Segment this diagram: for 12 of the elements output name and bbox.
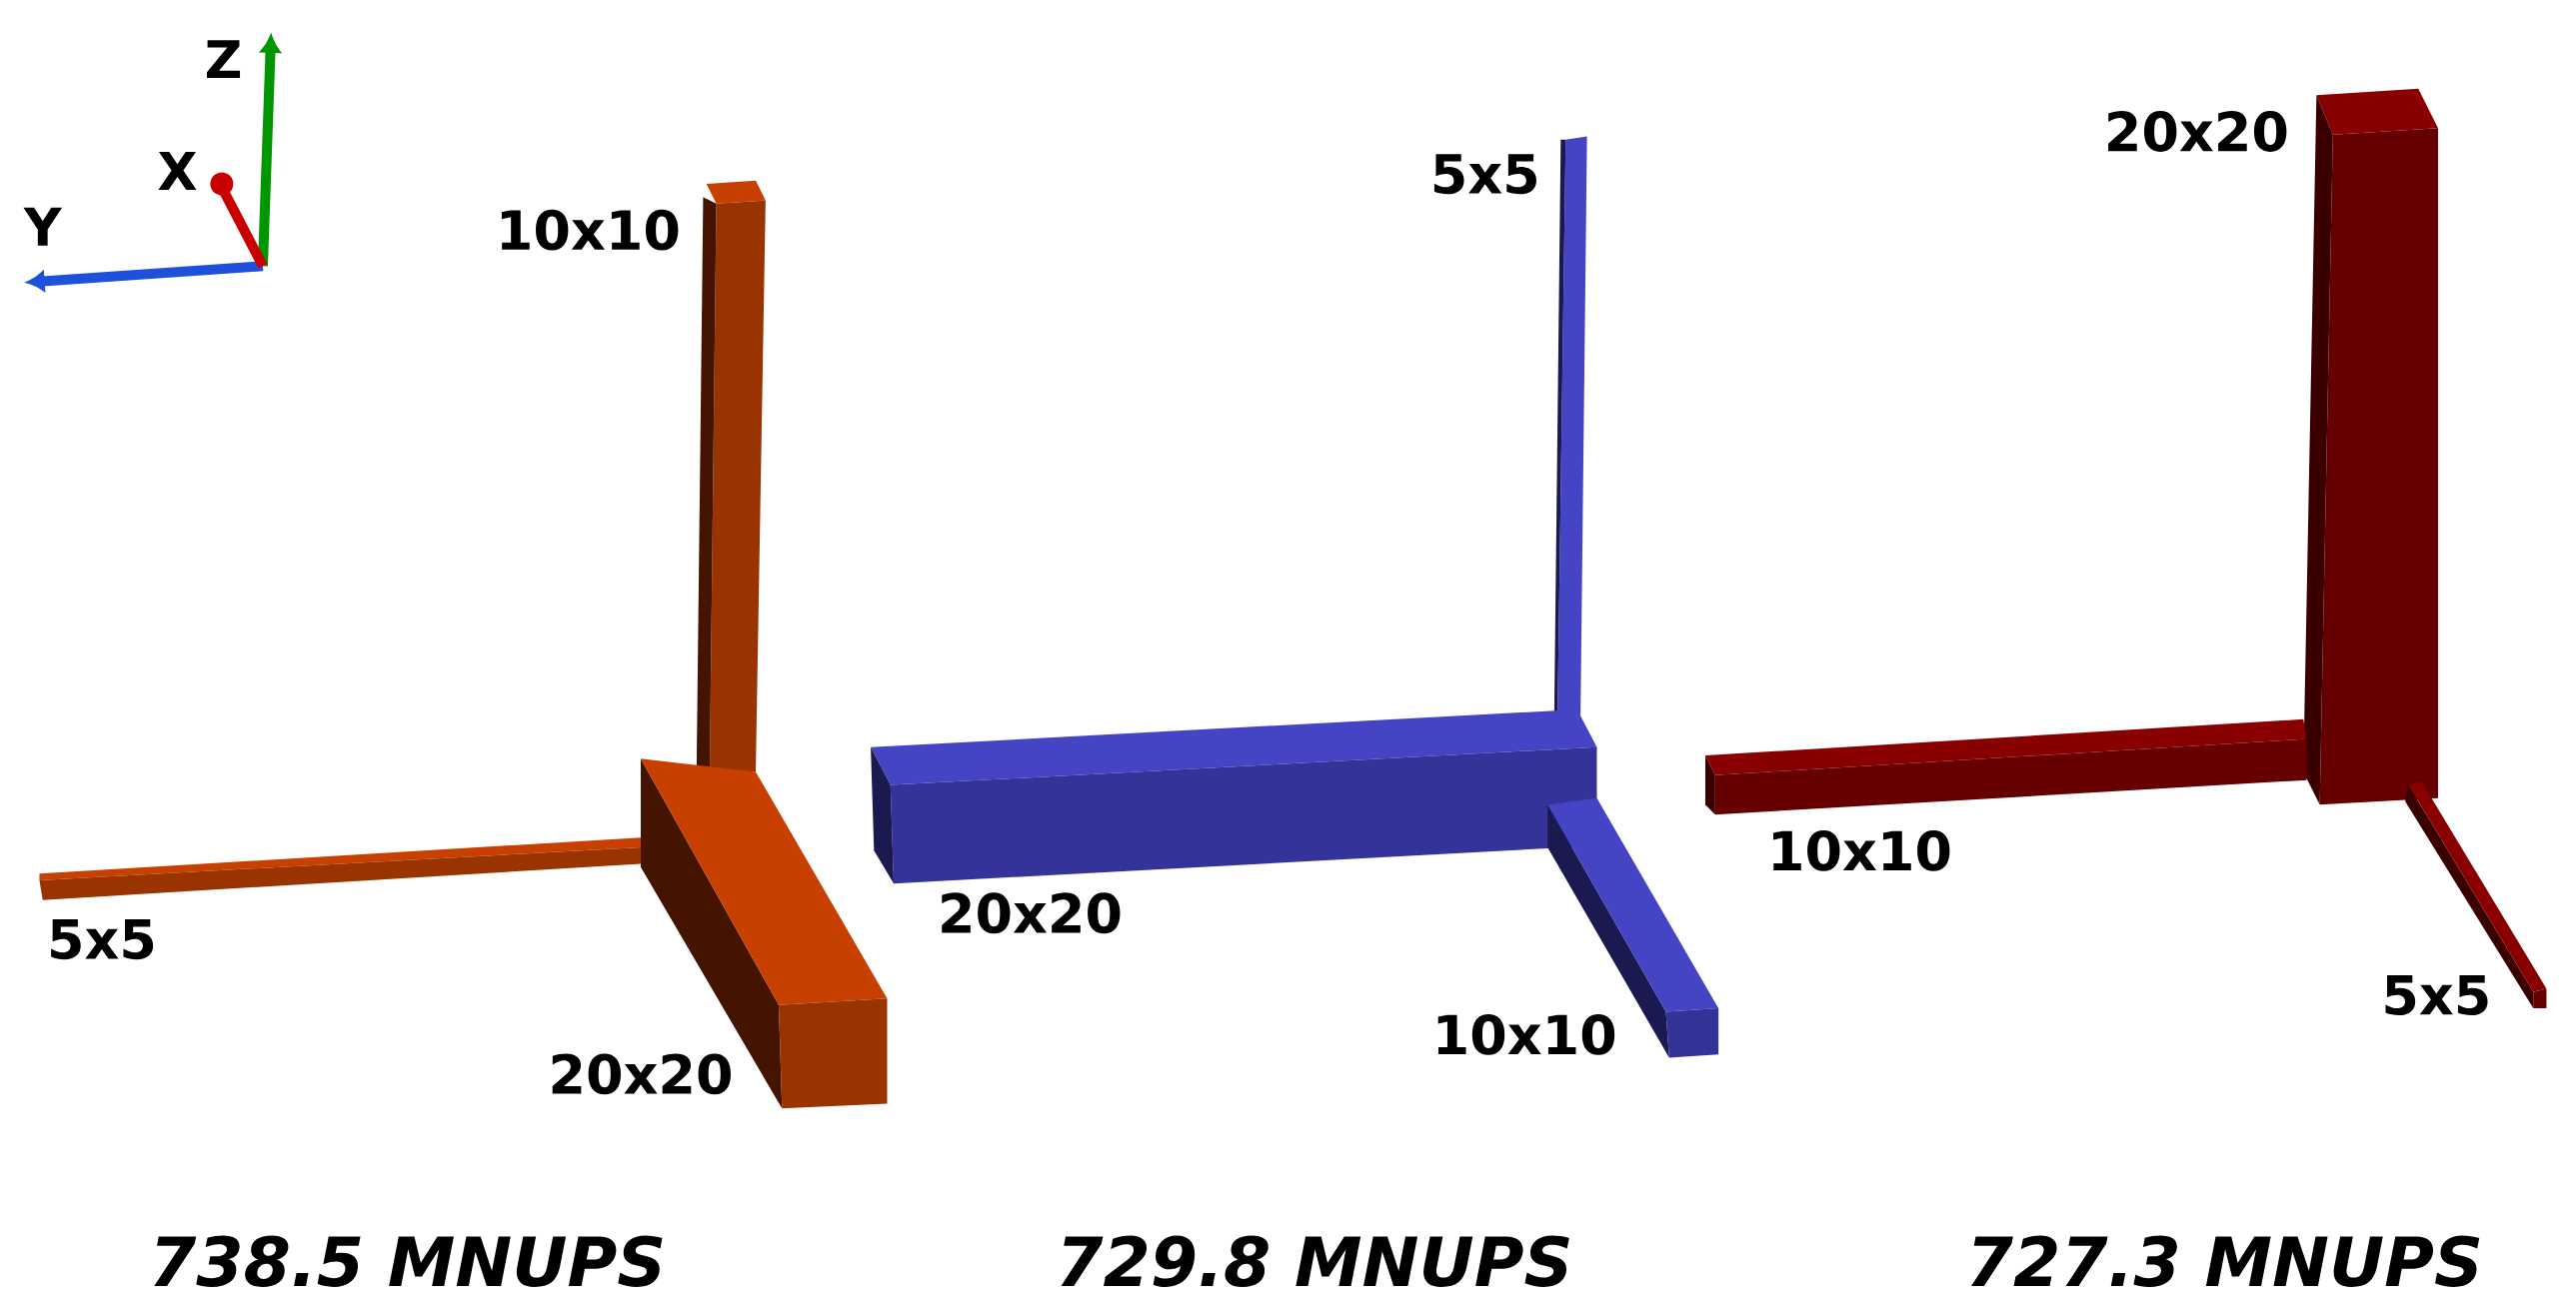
size-label: 20x20: [2108, 111, 2287, 152]
size-label: 10x10: [501, 209, 679, 251]
result-label: 738.5 MNUPS: [154, 1235, 663, 1288]
size-label: 5x5: [2385, 975, 2488, 1016]
size-label: 20x20: [942, 892, 1121, 934]
size-label: 10x10: [1773, 830, 1950, 871]
result-label: 727.3 MNUPS: [1971, 1235, 2480, 1288]
size-label: 10x10: [1437, 1014, 1615, 1055]
result-label: 729.8 MNUPS: [1061, 1235, 1569, 1288]
size-label: 20x20: [552, 1053, 731, 1095]
size-label: 5x5: [51, 919, 154, 960]
size-label: 5x5: [1433, 154, 1536, 195]
